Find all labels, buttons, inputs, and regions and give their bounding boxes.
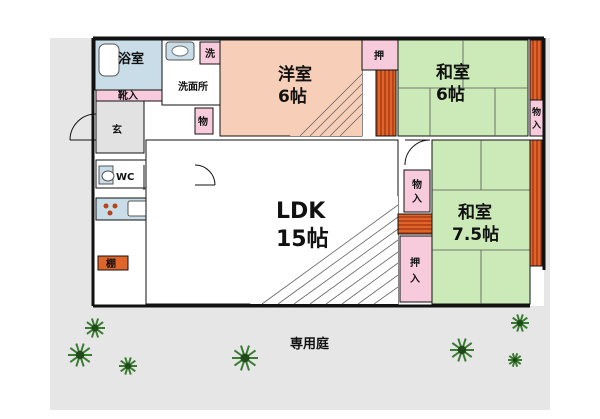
wc-label: WC	[116, 172, 134, 183]
plants	[68, 314, 529, 375]
ldk-name: LDK	[276, 199, 326, 224]
storage-right-label-2: 入	[531, 120, 541, 131]
western-hatch	[290, 60, 362, 136]
storage-mid	[403, 169, 431, 213]
plant-icon	[68, 343, 92, 367]
plant-icon	[119, 357, 137, 375]
closet-mid-label-1: 押	[410, 256, 420, 269]
entrance-label: 玄	[112, 123, 122, 136]
closet-mid-label-2: 入	[410, 273, 420, 285]
door-arcs	[69, 113, 431, 190]
plant-icon	[450, 338, 474, 362]
ldk-hatch-lines	[261, 204, 399, 305]
shoe-storage-label: 靴入	[118, 89, 138, 102]
wood-strip-1	[375, 69, 397, 137]
entrance	[95, 100, 145, 154]
wood-strip-3	[397, 213, 433, 235]
storage-mid-label-2: 入	[412, 193, 422, 205]
tatami-lines-1	[398, 40, 528, 136]
sink-icon	[165, 41, 195, 61]
plant-icon	[85, 318, 105, 338]
japanese-room-2-name: 和室	[458, 202, 492, 223]
storage-a	[194, 107, 214, 135]
western-room-size: 6帖	[278, 86, 307, 107]
laundry-label: 洗	[205, 47, 215, 60]
western-room-name: 洋室	[278, 64, 312, 85]
garden-label: 専用庭	[290, 336, 330, 352]
washroom-label: 洗面所	[178, 80, 208, 93]
bath-label: 浴室	[118, 51, 144, 67]
storage-a-label: 物	[198, 115, 208, 128]
storage-mid-label-1: 物	[412, 178, 422, 191]
closet-top-label: 押	[374, 49, 384, 62]
japanese-room-1-name: 和室	[436, 62, 470, 83]
outer-walls	[91, 36, 546, 308]
japanese-room-1-size: 6帖	[436, 84, 465, 105]
closet-mid	[399, 235, 433, 303]
plant-icon	[508, 352, 522, 368]
toilet-icon	[98, 165, 115, 185]
ldk-hatch	[250, 196, 398, 304]
shelf	[97, 255, 129, 271]
wood-strip-4	[529, 139, 543, 267]
bathtub-icon	[98, 43, 120, 77]
storage-right-label-1: 物	[532, 106, 541, 118]
shelf-label: 棚	[106, 257, 116, 270]
tatami-lines-2	[432, 140, 530, 304]
western-hatch-lines	[299, 73, 363, 137]
japanese-room-2-size: 7.5帖	[452, 224, 499, 245]
plant-icon	[511, 314, 529, 332]
plant-icon	[232, 345, 258, 371]
ldk-size: 15帖	[276, 227, 329, 252]
